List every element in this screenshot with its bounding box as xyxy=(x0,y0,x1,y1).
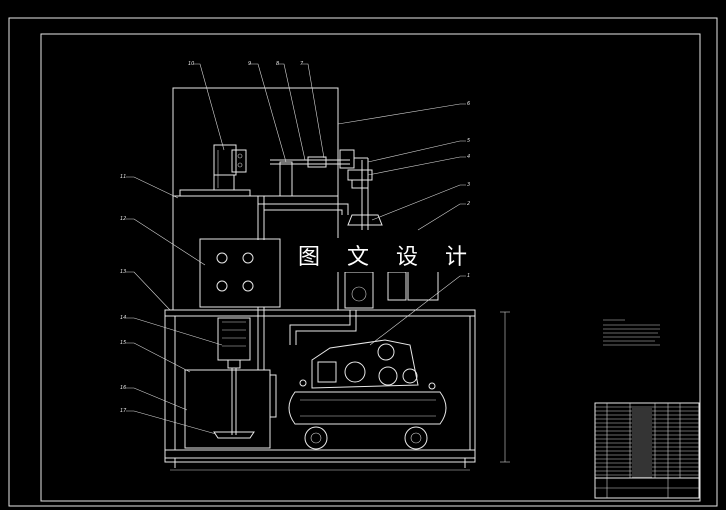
part-label-9: 9 xyxy=(248,61,251,67)
air-compressor xyxy=(288,339,447,450)
inner-frame xyxy=(40,33,701,502)
title-block xyxy=(594,402,700,499)
part-label-17: 17 xyxy=(120,408,127,414)
mixing-tank xyxy=(184,369,271,449)
part-label-2: 2 xyxy=(467,201,470,207)
part-label-8: 8 xyxy=(276,61,279,67)
part-label-16: 16 xyxy=(120,385,126,391)
technical-notes xyxy=(603,319,660,346)
leader-lines xyxy=(126,63,466,435)
part-label-5: 5 xyxy=(467,138,470,144)
watermark-text: 图 文 设 计 xyxy=(298,245,477,270)
part-label-6: 6 xyxy=(467,101,470,107)
mixer-motor xyxy=(217,317,251,369)
part-label-4: 4 xyxy=(467,154,470,160)
nozzle-pipe-assembly xyxy=(270,149,383,230)
part-label-7: 7 xyxy=(300,61,304,67)
part-label-12: 12 xyxy=(120,216,126,222)
part-label-10: 10 xyxy=(188,61,194,67)
part-label-1: 1 xyxy=(467,273,470,279)
upper-cabinet xyxy=(172,87,339,311)
part-label-15: 15 xyxy=(120,340,126,346)
chuck-assembly xyxy=(213,144,247,191)
valve-box xyxy=(199,238,281,308)
part-label-11: 11 xyxy=(120,174,126,180)
outer-frame xyxy=(8,17,718,507)
watermark-band xyxy=(282,238,442,272)
part-label-3: 3 xyxy=(467,182,470,188)
part-label-13: 13 xyxy=(120,269,126,275)
part-label-14: 14 xyxy=(120,315,126,321)
